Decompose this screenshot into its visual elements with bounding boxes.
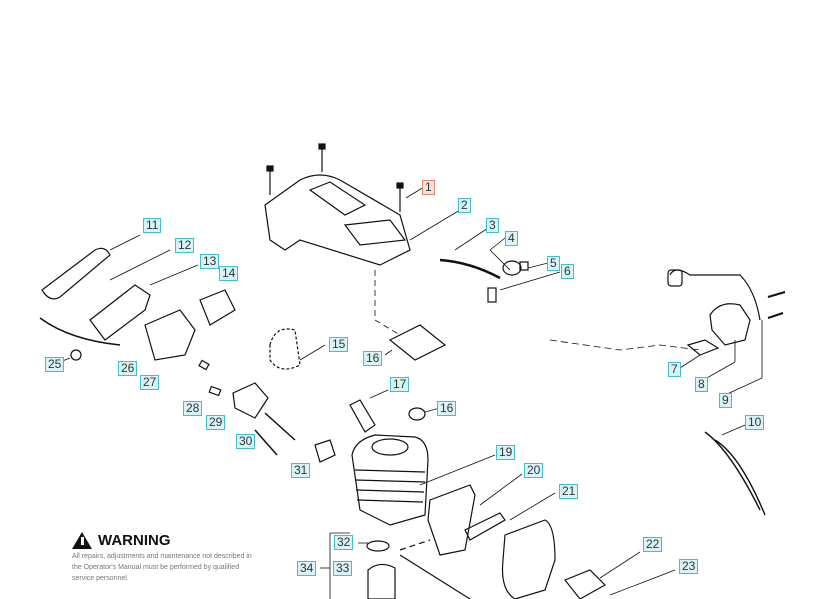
piston-ring-part (366, 540, 390, 552)
ignition-module-part (667, 269, 786, 346)
callout-1[interactable]: 1 (422, 180, 435, 195)
carburetor-part (144, 309, 196, 361)
callout-17[interactable]: 17 (390, 377, 410, 392)
gasket-small-part (314, 439, 336, 463)
callout-33[interactable]: 33 (333, 561, 353, 576)
callout-3[interactable]: 3 (486, 218, 499, 233)
spark-plug-part (349, 399, 376, 433)
ring-part (269, 328, 301, 370)
screws-part (266, 143, 404, 212)
callout-30[interactable]: 30 (236, 434, 256, 449)
throttle-handle-part (89, 284, 151, 341)
warning-notice: WARNING All repairs, adjustments and mai… (72, 532, 262, 584)
callout-25[interactable]: 25 (45, 357, 65, 372)
callout-9[interactable]: 9 (719, 393, 732, 408)
callout-5[interactable]: 5 (547, 256, 560, 271)
callout-28[interactable]: 28 (183, 401, 203, 416)
callout-22[interactable]: 22 (643, 537, 663, 552)
spark-arrestor-part (564, 569, 606, 599)
callout-8[interactable]: 8 (695, 377, 708, 392)
muffler-gasket-part (464, 512, 506, 541)
piston-part (367, 563, 396, 599)
callout-31[interactable]: 31 (291, 463, 311, 478)
callout-7[interactable]: 7 (668, 362, 681, 377)
callout-11[interactable]: 11 (143, 218, 162, 233)
muffler-part (501, 519, 556, 599)
callout-15[interactable]: 15 (329, 337, 349, 352)
callout-32[interactable]: 32 (334, 535, 354, 550)
warning-text: All repairs, adjustments and maintenance… (72, 553, 252, 582)
heat-shield-part (427, 484, 476, 556)
air-filter-part (199, 289, 236, 326)
warning-title: WARNING (98, 532, 171, 549)
callout-10[interactable]: 10 (745, 415, 765, 430)
intake-flange-part (232, 382, 269, 419)
callout-12[interactable]: 12 (175, 238, 195, 253)
callout-34[interactable]: 34 (297, 561, 317, 576)
callout-21[interactable]: 21 (559, 484, 579, 499)
callout-4[interactable]: 4 (505, 231, 518, 246)
callout-2[interactable]: 2 (458, 198, 471, 213)
top-cover-part (264, 174, 411, 266)
callout-27[interactable]: 27 (140, 375, 160, 390)
ground-lead-part (686, 339, 720, 356)
callout-20[interactable]: 20 (524, 463, 544, 478)
callout-23[interactable]: 23 (679, 559, 699, 574)
handle-grip-part (41, 247, 111, 300)
warning-icon (72, 532, 92, 549)
callout-6[interactable]: 6 (561, 264, 574, 279)
callout-26[interactable]: 26 (118, 361, 138, 376)
callout-19[interactable]: 19 (496, 445, 516, 460)
gasket-part (388, 324, 447, 361)
callout-13[interactable]: 13 (200, 254, 220, 269)
boot-part (408, 407, 426, 421)
callout-14[interactable]: 14 (219, 266, 239, 281)
choke-knob-part (487, 260, 529, 303)
callout-29[interactable]: 29 (206, 415, 226, 430)
callout-16-gasket[interactable]: 16 (363, 351, 383, 366)
callout-16-boot[interactable]: 16 (437, 401, 457, 416)
wires-part (704, 431, 766, 516)
cylinder-part (351, 434, 429, 526)
